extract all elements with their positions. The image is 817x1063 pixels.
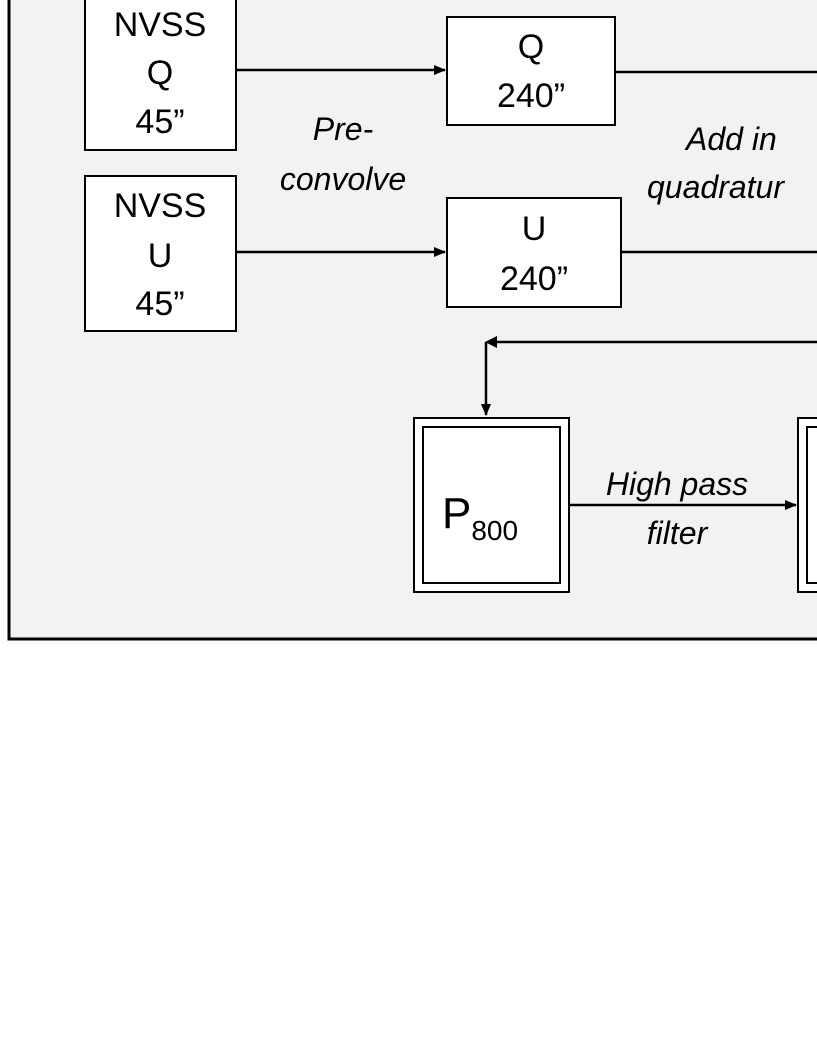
- nvss-q-line2: Q: [147, 54, 173, 92]
- preconvolve-line1: Pre-: [313, 111, 373, 147]
- nvss-q-line3: 45”: [135, 103, 184, 141]
- u240-box: U 240”: [446, 197, 622, 308]
- add-quadrature-line1: Add in: [684, 121, 777, 157]
- highpass-line1: High pass: [606, 466, 748, 502]
- add-quadrature-line2: quadratur: [647, 169, 785, 205]
- q240-line1: Q: [518, 28, 544, 66]
- p800-label: P800: [442, 489, 518, 546]
- nvss-u-line3: 45”: [135, 285, 184, 323]
- nvss-u-line2: U: [148, 237, 173, 275]
- partial-output-box: [797, 417, 817, 593]
- q240-box: Q 240”: [446, 16, 616, 126]
- preconvolve-line2: convolve: [280, 161, 406, 197]
- p800-box: P800: [413, 417, 570, 593]
- nvss-u-line1: NVSS: [114, 187, 207, 225]
- nvss-q-box: NVSS Q 45”: [84, 0, 237, 151]
- return-arrowhead: [485, 336, 497, 348]
- u240-line2: 240”: [500, 260, 568, 298]
- u240-line1: U: [522, 210, 547, 248]
- highpass-line2: filter: [647, 515, 709, 551]
- nvss-u-box: NVSS U 45”: [84, 175, 237, 332]
- nvss-q-line1: NVSS: [114, 6, 207, 44]
- q240-line2: 240”: [497, 77, 565, 115]
